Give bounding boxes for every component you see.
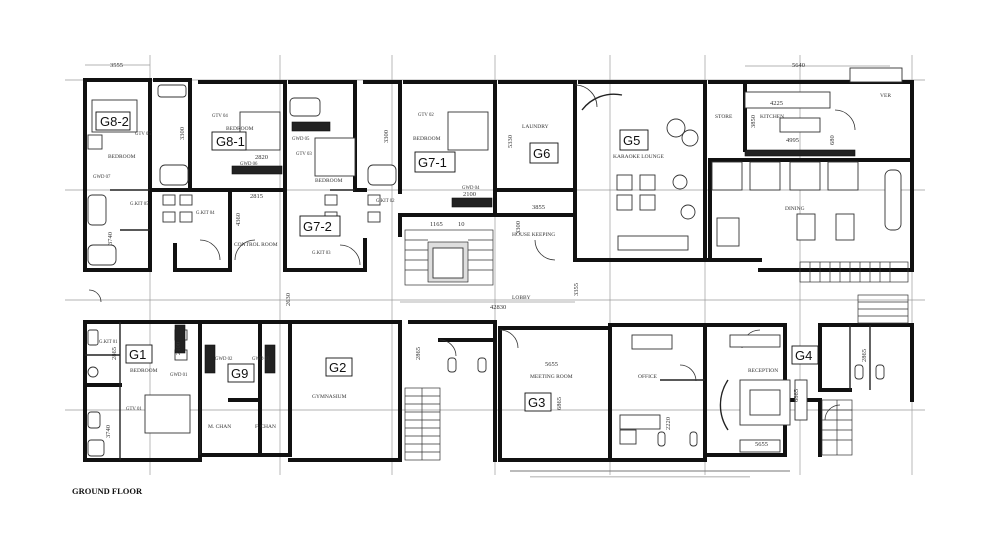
label-house-keeping: HOUSE KEEPING — [512, 232, 555, 238]
walls-top-block — [83, 78, 914, 272]
dim-3300-c: 3300 — [515, 221, 522, 234]
dim-2220: 2220 — [665, 417, 672, 430]
label-gwd-04: GWD 04 — [462, 186, 480, 191]
label-kitchen: KITCHEN — [760, 114, 784, 120]
dim-3850: 3850 — [750, 115, 757, 128]
dim-3740-a: 3740 — [107, 232, 114, 245]
wardrobes — [174, 121, 856, 374]
label-bedroom-g1: BEDROOM — [130, 368, 158, 374]
label-gtv-01: GTV 01 — [126, 407, 142, 412]
label-gkit-01: G.KIT 01 — [99, 340, 118, 345]
label-gwd-01: GWD 01 — [170, 373, 188, 378]
office-reception-furniture — [619, 334, 808, 453]
label-meeting-room: MEETING ROOM — [530, 374, 573, 380]
tag-g9: G9 — [231, 366, 248, 381]
label-lobby: LOBBY — [512, 295, 531, 301]
label-gtv-04: GTV 04 — [212, 114, 228, 119]
label-gkit-03: G.KIT 03 — [312, 251, 331, 256]
tag-g6: G6 — [533, 146, 550, 161]
tag-g8-1: G8-1 — [216, 134, 245, 149]
landscape-strip — [510, 470, 790, 478]
label-bedroom-g82: BEDROOM — [108, 154, 136, 160]
label-gwd-07: GWD 07 — [93, 175, 111, 180]
tag-g4: G4 — [795, 348, 812, 363]
dim-2815: 2815 — [250, 193, 263, 200]
label-gkit-05: G.KIT 05 — [130, 202, 149, 207]
tag-g7-2: G7-2 — [303, 219, 332, 234]
label-bedroom-g81: BEDROOM — [226, 126, 254, 132]
karaoke-furniture — [581, 93, 699, 251]
label-office: OFFICE — [638, 374, 658, 380]
tag-g5: G5 — [623, 133, 640, 148]
dining-furniture — [711, 67, 903, 247]
label-karaoke-lounge: KARAOKE LOUNGE — [613, 154, 665, 160]
label-gtv-05: GTV 05 — [135, 132, 151, 137]
tag-g1: G1 — [129, 347, 146, 362]
label-f-chan: F. CHAN — [255, 424, 276, 430]
room-tags: G8-2 G8-1 G7-2 G7-1 G6 G5 G1 G9 G2 G3 G4 — [95, 111, 819, 412]
dim-2865-a: 2865 — [111, 347, 118, 360]
dim-6865: 6865 — [556, 397, 563, 410]
tag-g8-2: G8-2 — [100, 114, 129, 129]
dim-2865-b: 2865 — [415, 347, 422, 360]
bathroom-fixtures — [87, 84, 885, 457]
label-control-room: CONTROL ROOM — [234, 242, 278, 248]
label-reception: RECEPTION — [748, 368, 778, 374]
label-bedroom-g72: BEDROOM — [315, 178, 343, 184]
label-m-chan: M. CHAN — [208, 424, 231, 430]
walls-bottom-block — [83, 320, 914, 462]
dim-3740-b: 3740 — [105, 425, 112, 438]
staircase-right — [799, 261, 909, 456]
dim-2100-b: 2100 — [175, 342, 182, 355]
dim-10: 10 — [458, 221, 465, 228]
dim-3355: 3355 — [573, 283, 580, 296]
dim-42830: 42830 — [490, 304, 506, 311]
interior-partitions — [85, 189, 871, 460]
label-gkit-04: G.KIT 04 — [196, 211, 215, 216]
dimension-values: 3555 5640 4225 3850 4995 680 3300 2820 3… — [105, 62, 868, 448]
dim-3555: 3555 — [110, 62, 123, 69]
label-dining: DINING — [785, 206, 805, 212]
label-gtv-03: GTV 03 — [296, 152, 312, 157]
dim-3300-b: 3300 — [383, 130, 390, 143]
dim-3300-a: 3300 — [179, 127, 186, 140]
plan-title: GROUND FLOOR — [72, 486, 143, 496]
room-labels: BEDROOM BEDROOM BEDROOM BEDROOM CONTROL … — [108, 93, 891, 430]
dim-6865-b: 6865 — [793, 389, 800, 402]
dim-4360: 4360 — [235, 213, 242, 226]
label-gwd-03: GWD 03 — [252, 357, 270, 362]
dim-5655-a: 5655 — [545, 361, 558, 368]
dim-2100-a: 2100 — [463, 191, 476, 198]
dim-4995: 4995 — [786, 137, 799, 144]
staircase-lobby — [404, 229, 494, 286]
label-ver: VER — [880, 93, 891, 99]
dim-5640: 5640 — [792, 62, 805, 69]
dim-680: 680 — [829, 135, 836, 145]
dim-5655-b: 5655 — [755, 441, 768, 448]
dim-2820: 2820 — [255, 154, 268, 161]
tag-g3: G3 — [528, 395, 545, 410]
staircase-bottom-left — [404, 387, 441, 461]
dim-1165: 1165 — [430, 221, 443, 228]
dim-4225: 4225 — [770, 100, 783, 107]
dim-3855: 3855 — [532, 204, 545, 211]
dimension-lines — [85, 64, 890, 303]
label-gymnasium: GYMNASIUM — [312, 394, 347, 400]
label-laundry: LAUNDRY — [522, 124, 549, 130]
label-gwd-06: GWD 06 — [240, 162, 258, 167]
label-gwd-05: GWD 05 — [292, 137, 310, 142]
label-gwd-02: GWD 02 — [215, 357, 233, 362]
label-gkit-02: G.KIT 02 — [376, 199, 395, 204]
tag-g7-1: G7-1 — [418, 155, 447, 170]
tag-g2: G2 — [329, 360, 346, 375]
dim-2630: 2630 — [285, 293, 292, 306]
dim-5330: 5330 — [507, 135, 514, 148]
label-bedroom-g71: BEDROOM — [413, 136, 441, 142]
label-store: STORE — [715, 114, 733, 120]
dim-2865-c: 2865 — [861, 349, 868, 362]
label-gtv-02: GTV 02 — [418, 113, 434, 118]
fixture-labels: GTV 05 GWD 07 G.KIT 05 GTV 04 GWD 06 G.K… — [93, 113, 480, 412]
